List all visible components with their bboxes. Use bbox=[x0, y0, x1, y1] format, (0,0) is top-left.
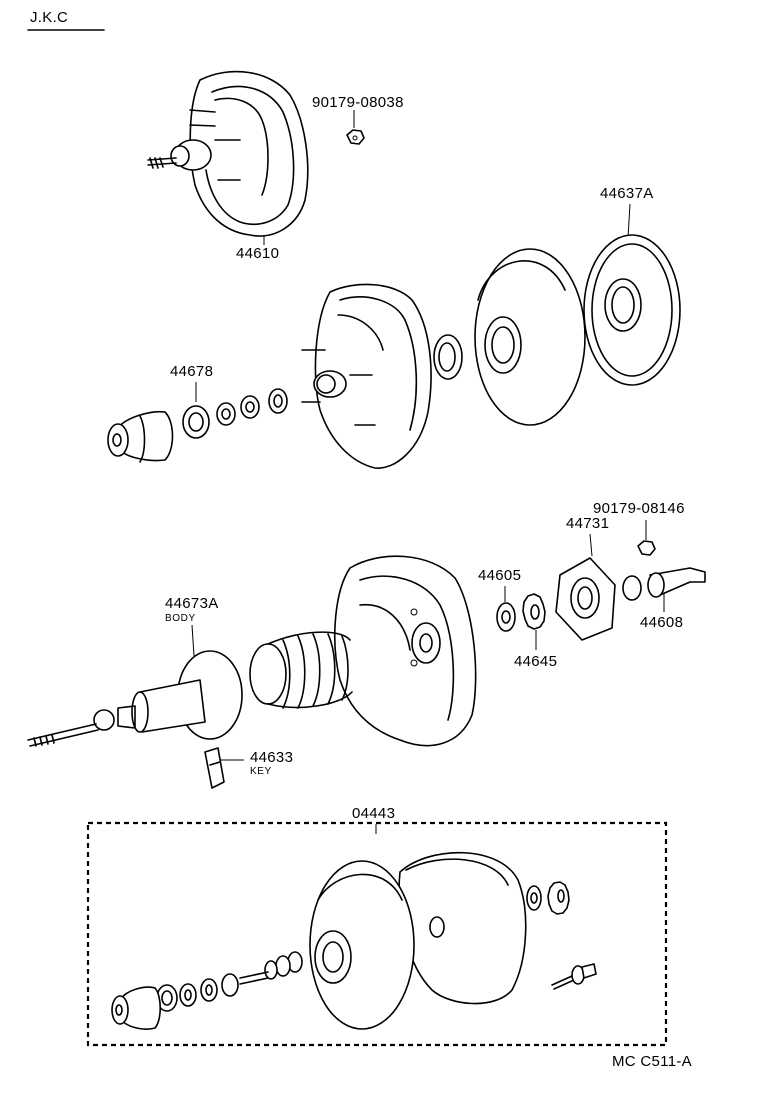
label-44610: 44610 bbox=[236, 245, 279, 262]
label-90179-08146: 90179-08146 bbox=[593, 500, 685, 517]
label-44608: 44608 bbox=[640, 614, 683, 631]
seal-44605 bbox=[496, 602, 516, 632]
assembly-rear-shell bbox=[398, 851, 527, 1005]
diaphragm-44637A bbox=[583, 234, 681, 386]
retainer-44645 bbox=[522, 593, 546, 630]
label-44645: 44645 bbox=[514, 653, 557, 670]
header-code: J.K.C bbox=[30, 9, 68, 26]
rear-shell bbox=[301, 283, 432, 469]
nut-90179-08146 bbox=[637, 540, 656, 556]
label-44633-note: KEY bbox=[250, 766, 272, 777]
key-44633 bbox=[204, 747, 225, 789]
figure-code: MC C511-A bbox=[612, 1053, 692, 1070]
assembly-seal-stack bbox=[156, 951, 303, 1012]
booster-front-shell-44610 bbox=[147, 70, 309, 237]
body-shell bbox=[334, 555, 477, 747]
plate-44731 bbox=[555, 557, 616, 641]
leader-44673A bbox=[191, 624, 195, 657]
body-44673A bbox=[27, 650, 243, 747]
diaphragm-plate bbox=[474, 248, 586, 426]
assembly-front-shell bbox=[309, 860, 415, 1030]
assembly-rubber-boot bbox=[111, 986, 162, 1030]
label-44637A: 44637A bbox=[600, 185, 654, 202]
assembly-seal-and-retainer bbox=[526, 881, 570, 915]
assembly-frame-04443 bbox=[86, 821, 668, 1047]
label-90179-08038: 90179-08038 bbox=[312, 94, 404, 111]
pushrod-44608 bbox=[622, 567, 706, 601]
label-44605: 44605 bbox=[478, 567, 521, 584]
leader-44731 bbox=[589, 533, 593, 557]
seal-ring bbox=[433, 334, 463, 380]
leader-44637A bbox=[627, 203, 631, 239]
label-44673A-note: BODY bbox=[165, 613, 196, 624]
label-44731: 44731 bbox=[566, 515, 609, 532]
rubber-boot-small bbox=[107, 410, 174, 463]
seal-stack-44678 bbox=[182, 388, 288, 439]
assembly-pushrod bbox=[551, 963, 597, 990]
label-44678: 44678 bbox=[170, 363, 213, 380]
label-04443: 04443 bbox=[352, 805, 395, 822]
bellows-boot bbox=[249, 631, 353, 709]
nut-90179-08038 bbox=[346, 129, 365, 145]
label-44633: 44633 bbox=[250, 749, 293, 766]
label-44673A: 44673A bbox=[165, 595, 219, 612]
